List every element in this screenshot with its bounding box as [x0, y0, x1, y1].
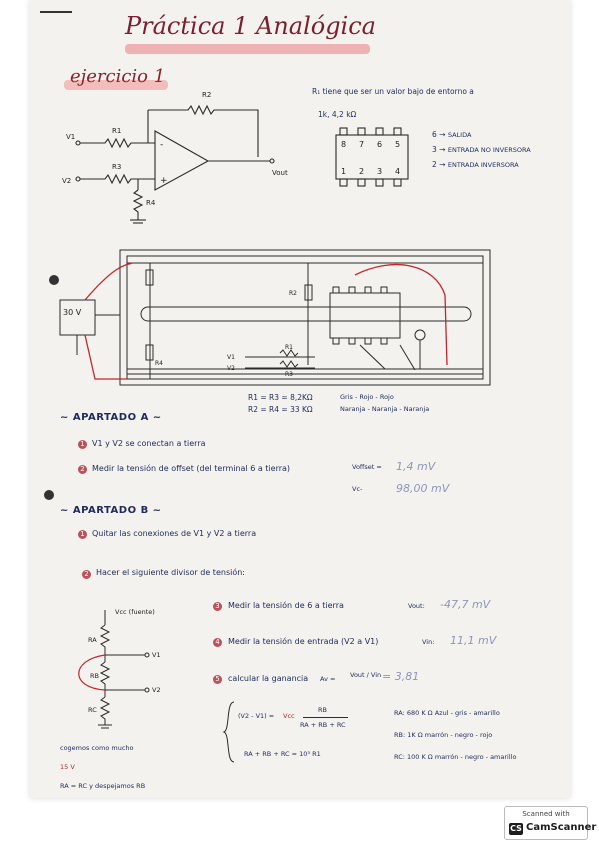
footnote: cogemos como mucho [60, 744, 134, 752]
pin-4: 4 [395, 167, 400, 176]
color-code-row: Gris - Rojo - Rojo [340, 393, 394, 401]
vin-value: 11,1 mV [450, 634, 497, 647]
footnote: RA = RC y despejamos RB [60, 782, 146, 790]
step-label: Vin: [422, 638, 435, 646]
v1-label: V1 [66, 133, 75, 141]
formula-frac-bottom: RA + RB + RC [300, 721, 346, 729]
fraction-bar [303, 717, 348, 718]
formula-brace [222, 701, 235, 763]
vout-label: Vout [272, 169, 288, 177]
title-highlight [125, 44, 370, 54]
r1-note: R₁ tiene que ser un valor bajo de entorn… [312, 87, 474, 96]
camscanner-logo-icon: CS [509, 823, 523, 835]
rc-label: RC [88, 706, 97, 714]
supply-label: 30 V [63, 308, 82, 317]
apartado-a-item: Medir la tensión de offset (del terminal… [92, 464, 291, 473]
voltage-divider-drawing: Vcc (fuente) RA RB RC V1 V2 [78, 608, 161, 729]
r3-label: R3 [112, 163, 121, 171]
ic-chip-drawing: 8 7 6 5 1 2 3 4 [335, 127, 409, 187]
pinout-row: 3 → ENTRADA NO INVERSORA [432, 145, 531, 154]
exercise-heading: ejercicio 1 [70, 66, 166, 87]
bb-r2-label: R2 [289, 290, 297, 297]
pin-1: 1 [341, 167, 346, 176]
step-bullet: 1 [78, 440, 87, 449]
resistor-value-row: R2 = R4 = 33 KΩ [248, 405, 313, 414]
resistor-value-row: R1 = R3 = 8,2KΩ [248, 393, 313, 402]
pin-6: 6 [377, 140, 382, 149]
step-label: Vout: [408, 602, 425, 610]
apartado-b-item: Quitar las conexiones de V1 y V2 a tierr… [92, 529, 257, 538]
r4-label: R4 [146, 199, 156, 207]
footnote-voltage: 15 V [60, 763, 75, 771]
bb-v1-label: V1 [227, 354, 235, 361]
formula-frac-top: RB [318, 706, 327, 714]
camscanner-watermark: Scanned with CS CamScanner [504, 806, 596, 840]
r2-label: R2 [202, 91, 211, 99]
component-row: RA: 680 K Ω Azul - gris - amarillo [394, 709, 500, 717]
component-row: RC: 100 K Ω marrón - negro - amarillo [394, 753, 517, 761]
r1-label: R1 [112, 127, 121, 135]
plus-sign: + [160, 176, 168, 186]
scanned-with-text: Scanned with [522, 810, 570, 818]
bb-r4-label: R4 [155, 360, 163, 367]
step-bullet: 1 [78, 530, 87, 539]
punch-hole [49, 275, 59, 285]
formula-line1-left: (V2 - V1) = [238, 712, 275, 720]
pin-7: 7 [359, 140, 364, 149]
step-bullet: 3 [213, 602, 222, 611]
v2-label: V2 [62, 177, 71, 185]
step-bullet: 4 [213, 638, 222, 647]
step-bullet: 5 [213, 675, 222, 684]
pin-3: 3 [377, 167, 382, 176]
step-bullet: 2 [78, 465, 87, 474]
div-v1-label: V1 [152, 651, 161, 659]
vout-value: -47,7 mV [440, 598, 491, 611]
ra-label: RA [88, 636, 97, 644]
r1-note-value: 1k, 4,2 kΩ [318, 110, 357, 119]
pinout-row: 6 → SALIDA [432, 130, 472, 139]
corner-mark [40, 11, 72, 13]
breadboard-drawing: 30 V R2 R1 R3 R4 V1 V2 [59, 249, 491, 386]
apartado-a-heading: ~ APARTADO A ~ [60, 412, 162, 423]
pin-2: 2 [359, 167, 364, 176]
step-text: Medir la tensión de entrada (V2 a V1) [228, 637, 379, 646]
pin-8: 8 [341, 140, 346, 149]
offset-label-2: Vc- [352, 485, 363, 493]
div-v2-label: V2 [152, 686, 161, 694]
page-title: Práctica 1 Analógica [125, 12, 376, 40]
apartado-b-heading: ~ APARTADO B ~ [60, 505, 162, 516]
offset-label: Voffset = [352, 463, 382, 471]
apartado-b-item: Hacer el siguiente divisor de tensión: [96, 568, 245, 577]
opamp-schematic: - + R2 R1 R3 R4 V1 V2 Vout [62, 91, 288, 224]
pin-5: 5 [395, 140, 400, 149]
offset-value: 1,4 mV [396, 460, 436, 473]
step-text: calcular la ganancia [228, 674, 309, 683]
gain-value: = 3,81 [382, 670, 420, 683]
component-row: RB: 1K Ω marrón - negro - rojo [394, 731, 493, 739]
apartado-a-item: V1 y V2 se conectan a tierra [92, 439, 206, 448]
gain-formula: Vout / Vin [350, 671, 382, 679]
camscanner-text: CamScanner [526, 822, 597, 833]
rb-label: RB [90, 672, 99, 680]
step-bullet: 2 [82, 570, 91, 579]
pinout-row: 2 → ENTRADA INVERSORA [432, 160, 519, 169]
exercise-highlight [64, 80, 168, 90]
punch-hole [44, 490, 54, 500]
formula-line2: RA + RB + RC = 10³ R1 [244, 750, 321, 758]
bb-r1-label: R1 [285, 344, 293, 351]
formula-vcc: Vcc [283, 712, 295, 720]
bb-r3-label: R3 [285, 371, 293, 378]
step-text: Medir la tensión de 6 a tierra [228, 601, 344, 610]
gain-label: Av = [320, 675, 336, 683]
minus-sign: - [160, 140, 163, 150]
notebook-paper [30, 0, 570, 798]
offset-value-2: 98,00 mV [396, 482, 450, 495]
bb-v2-label: V2 [227, 365, 235, 372]
vcc-label: Vcc (fuente) [115, 608, 155, 616]
color-code-row: Naranja - Naranja - Naranja [340, 405, 430, 413]
